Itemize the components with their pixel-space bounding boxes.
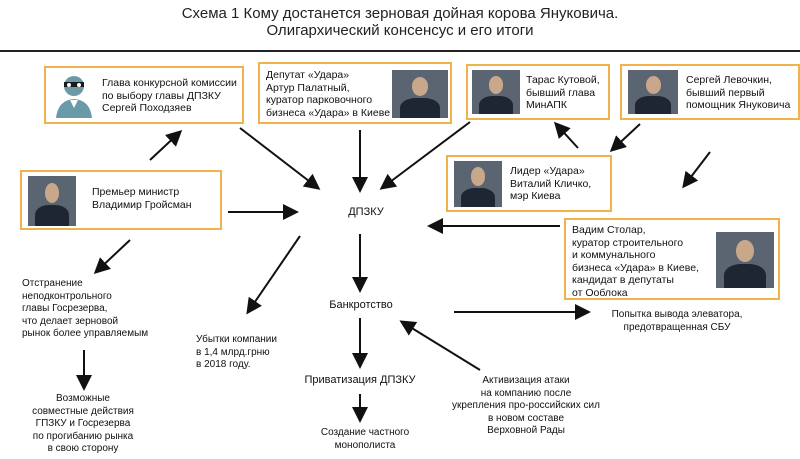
arrow-groysman-to-pokhodzyayev (149, 129, 183, 161)
portrait-kutovoy (472, 70, 520, 114)
box-klitschko-text: Лидер «Удара» Виталий Кличко, мэр Киева (510, 165, 592, 202)
node-joint: Возможные совместные действия ГПЗКУ и Го… (32, 393, 134, 454)
title-divider (0, 50, 800, 52)
node-bankruptcy: Банкротство (329, 299, 393, 311)
box-stolar-text: Вадим Столар, куратор строительного и ко… (572, 224, 699, 299)
box-levochkin-text: Сергей Левочкин, бывший первый помощник … (686, 74, 791, 111)
box-palatny-text: Депутат «Удара» Артур Палатный, куратор … (266, 69, 391, 119)
box-kutovoy-text: Тарас Кутовой, бывший глава МинАПК (526, 74, 600, 111)
arrow-klitschko-to-kutovoy (553, 121, 579, 149)
node-losses: Убытки компании в 1,4 млрд.грню в 2018 г… (196, 334, 277, 370)
arrow-kutovoy-to-dpzku (379, 121, 471, 190)
diagram-subtitle: Олигархический консенсус и его итоги (266, 22, 534, 39)
arrow-pokhodzyayev-to-dpzku (239, 127, 321, 190)
diagram-title: Схема 1 Кому достанется зерновая дойная … (181, 5, 619, 22)
arrow-levochkin-to-stolar (682, 151, 711, 189)
portrait-stolar (716, 232, 774, 288)
arrow-levochkin-to-klitschko (609, 123, 641, 153)
anonymous-person-icon (54, 72, 94, 118)
box-stolar: Вадим Столар, куратор строительного и ко… (564, 218, 780, 300)
box-pokhodzyayev: Глава конкурсной комиссии по выбору глав… (44, 66, 244, 124)
portrait-klitschko (454, 161, 502, 207)
arrow-dpzku-to-losses (246, 235, 301, 315)
arrow-groysman-to-removal (93, 239, 131, 275)
box-pokhodzyayev-text: Глава конкурсной комиссии по выбору глав… (102, 77, 237, 114)
portrait-levochkin (628, 70, 678, 114)
node-dpzku: ДПЗКУ (348, 206, 384, 218)
box-klitschko: Лидер «Удара» Виталий Кличко, мэр Киева (446, 155, 612, 212)
node-monopolist: Создание частного монополиста (320, 427, 410, 451)
box-levochkin: Сергей Левочкин, бывший первый помощник … (620, 64, 800, 120)
node-privatization: Приватизация ДПЗКУ (304, 374, 416, 386)
node-removal: Отстранение неподконтрольного главы Госр… (22, 278, 149, 339)
portrait-palatny (392, 70, 448, 118)
node-elevator: Попытка вывода элеватора, предотвращенна… (611, 309, 743, 333)
box-palatny: Депутат «Удара» Артур Палатный, куратор … (258, 62, 452, 124)
arrow-attack-to-bankruptcy (399, 320, 481, 371)
box-groysman: Премьер министр Владимир Гройсман (20, 170, 222, 230)
node-attack: Активизация атаки на компанию после укре… (452, 375, 600, 436)
box-kutovoy: Тарас Кутовой, бывший глава МинАПК (466, 64, 610, 120)
portrait-groysman (28, 176, 76, 226)
box-groysman-text: Премьер министр Владимир Гройсман (92, 186, 192, 211)
